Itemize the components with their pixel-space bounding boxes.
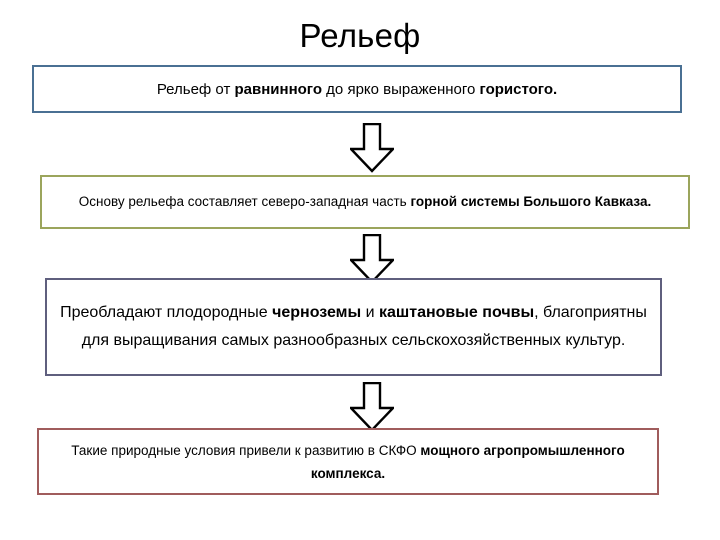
page-title: Рельеф — [299, 17, 421, 54]
flow-box-3-text: Преобладают плодородные черноземы и кашт… — [60, 304, 647, 349]
flow-box-1-text: Рельеф от равнинного до ярко выраженного… — [156, 80, 558, 98]
flow-box-3[interactable]: Преобладают плодородные черноземы и кашт… — [45, 278, 662, 376]
flow-box-1[interactable]: Рельеф от равнинного до ярко выраженного… — [32, 65, 682, 113]
arrow-down-icon — [350, 234, 394, 284]
arrow-down-icon — [350, 382, 394, 432]
flow-box-4-text: Такие природные условия привели к развит… — [71, 442, 625, 481]
flow-box-2[interactable]: Основу рельефа составляет северо-западна… — [40, 175, 690, 229]
arrow-down-icon — [350, 123, 394, 173]
flow-box-2-text: Основу рельефа составляет северо-западна… — [78, 194, 652, 209]
flow-box-4[interactable]: Такие природные условия привели к развит… — [37, 428, 659, 495]
